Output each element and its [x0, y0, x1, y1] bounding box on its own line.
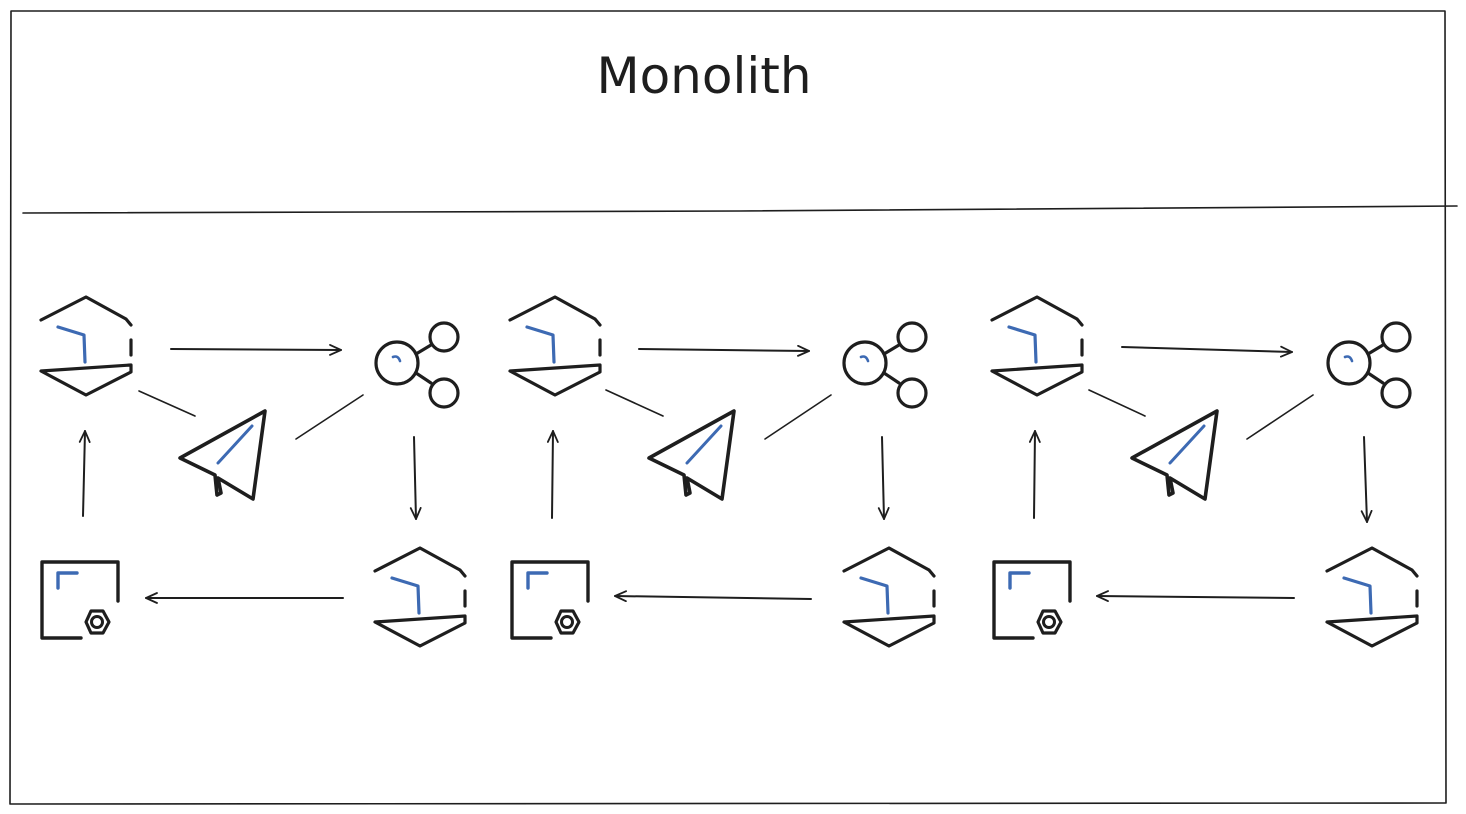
container-hexagon-icon: [1325, 546, 1419, 648]
link-line: [295, 394, 364, 440]
header-divider: [22, 205, 1458, 214]
link-line: [764, 394, 832, 440]
flow-arrow-down: [1360, 436, 1373, 523]
flow-arrow-down: [877, 436, 890, 520]
document-gear-icon: [992, 560, 1072, 640]
flow-arrow-down: [409, 436, 422, 520]
paper-plane-icon: [647, 409, 736, 501]
container-hexagon-icon: [39, 295, 133, 397]
link-line: [138, 390, 196, 417]
outer-frame: [9, 10, 1447, 805]
flow-arrow-up: [1028, 430, 1041, 519]
service-group-2: [508, 295, 936, 648]
container-hexagon-icon: [990, 295, 1084, 397]
share-hub-icon: [842, 321, 928, 409]
container-hexagon-icon: [508, 295, 602, 397]
link-line: [1088, 389, 1146, 417]
flow-arrow-left: [1096, 590, 1295, 603]
service-group-1: [39, 295, 467, 648]
container-hexagon-icon: [842, 546, 936, 648]
paper-plane-icon: [1130, 409, 1219, 501]
document-gear-icon: [40, 560, 120, 640]
flow-arrow-left: [614, 590, 812, 603]
link-line: [605, 389, 664, 417]
document-gear-icon: [510, 560, 590, 640]
container-hexagon-icon: [373, 546, 467, 648]
share-hub-icon: [374, 321, 460, 409]
flow-arrow-right: [1121, 345, 1293, 358]
service-group-3: [990, 295, 1419, 648]
flow-arrow-right: [638, 344, 810, 357]
paper-plane-icon: [178, 409, 267, 501]
link-line: [1246, 394, 1314, 440]
flow-arrow-up: [546, 430, 559, 519]
flow-arrow-right: [170, 344, 342, 356]
diagram-title: Monolith: [596, 47, 811, 105]
share-hub-icon: [1326, 321, 1412, 409]
flow-arrow-up: [78, 430, 91, 517]
